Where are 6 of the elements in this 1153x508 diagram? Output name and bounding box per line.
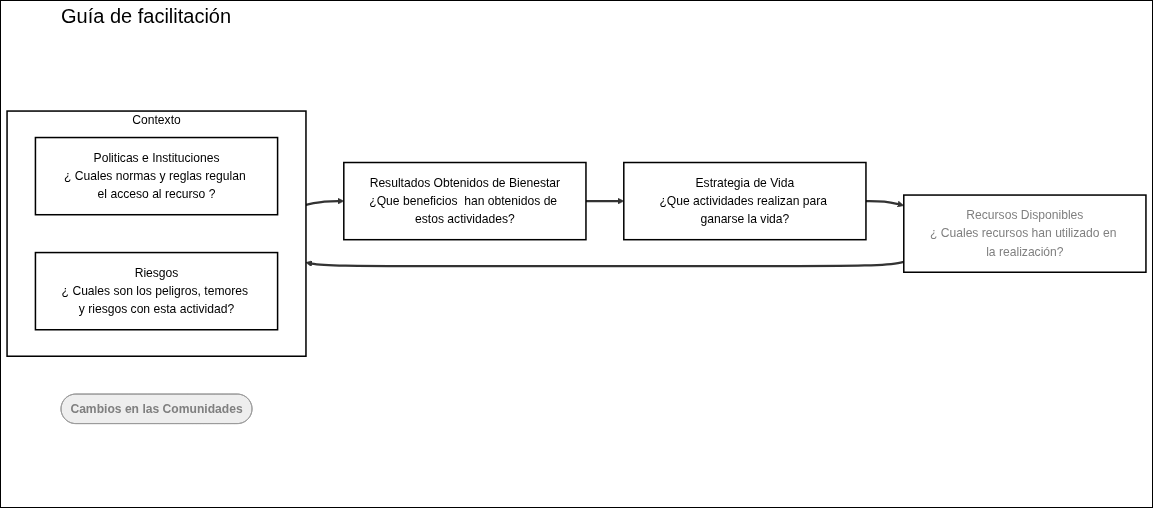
node-box: Politicas e Instituciones ¿ Cuales normas y reglas regulan el acceso al recurso ? xyxy=(34,136,279,216)
node-box: Recursos Disponibles ¿ Cuales recursos han utilizado en la realización? xyxy=(903,194,1147,274)
node-box: Resultados Obtenidos de Bienestar ¿Que beneficios han obtenidos de estos actividades? xyxy=(343,161,587,241)
node-box: Riesgos ¿ Cuales son los peligros, temores y riesgos con esta actividad? xyxy=(34,252,279,331)
title: Guía de facilitación xyxy=(60,4,233,28)
node-box: Estrategia de Vida ¿Que actividades realizan para ganarse la vida? xyxy=(623,161,867,241)
